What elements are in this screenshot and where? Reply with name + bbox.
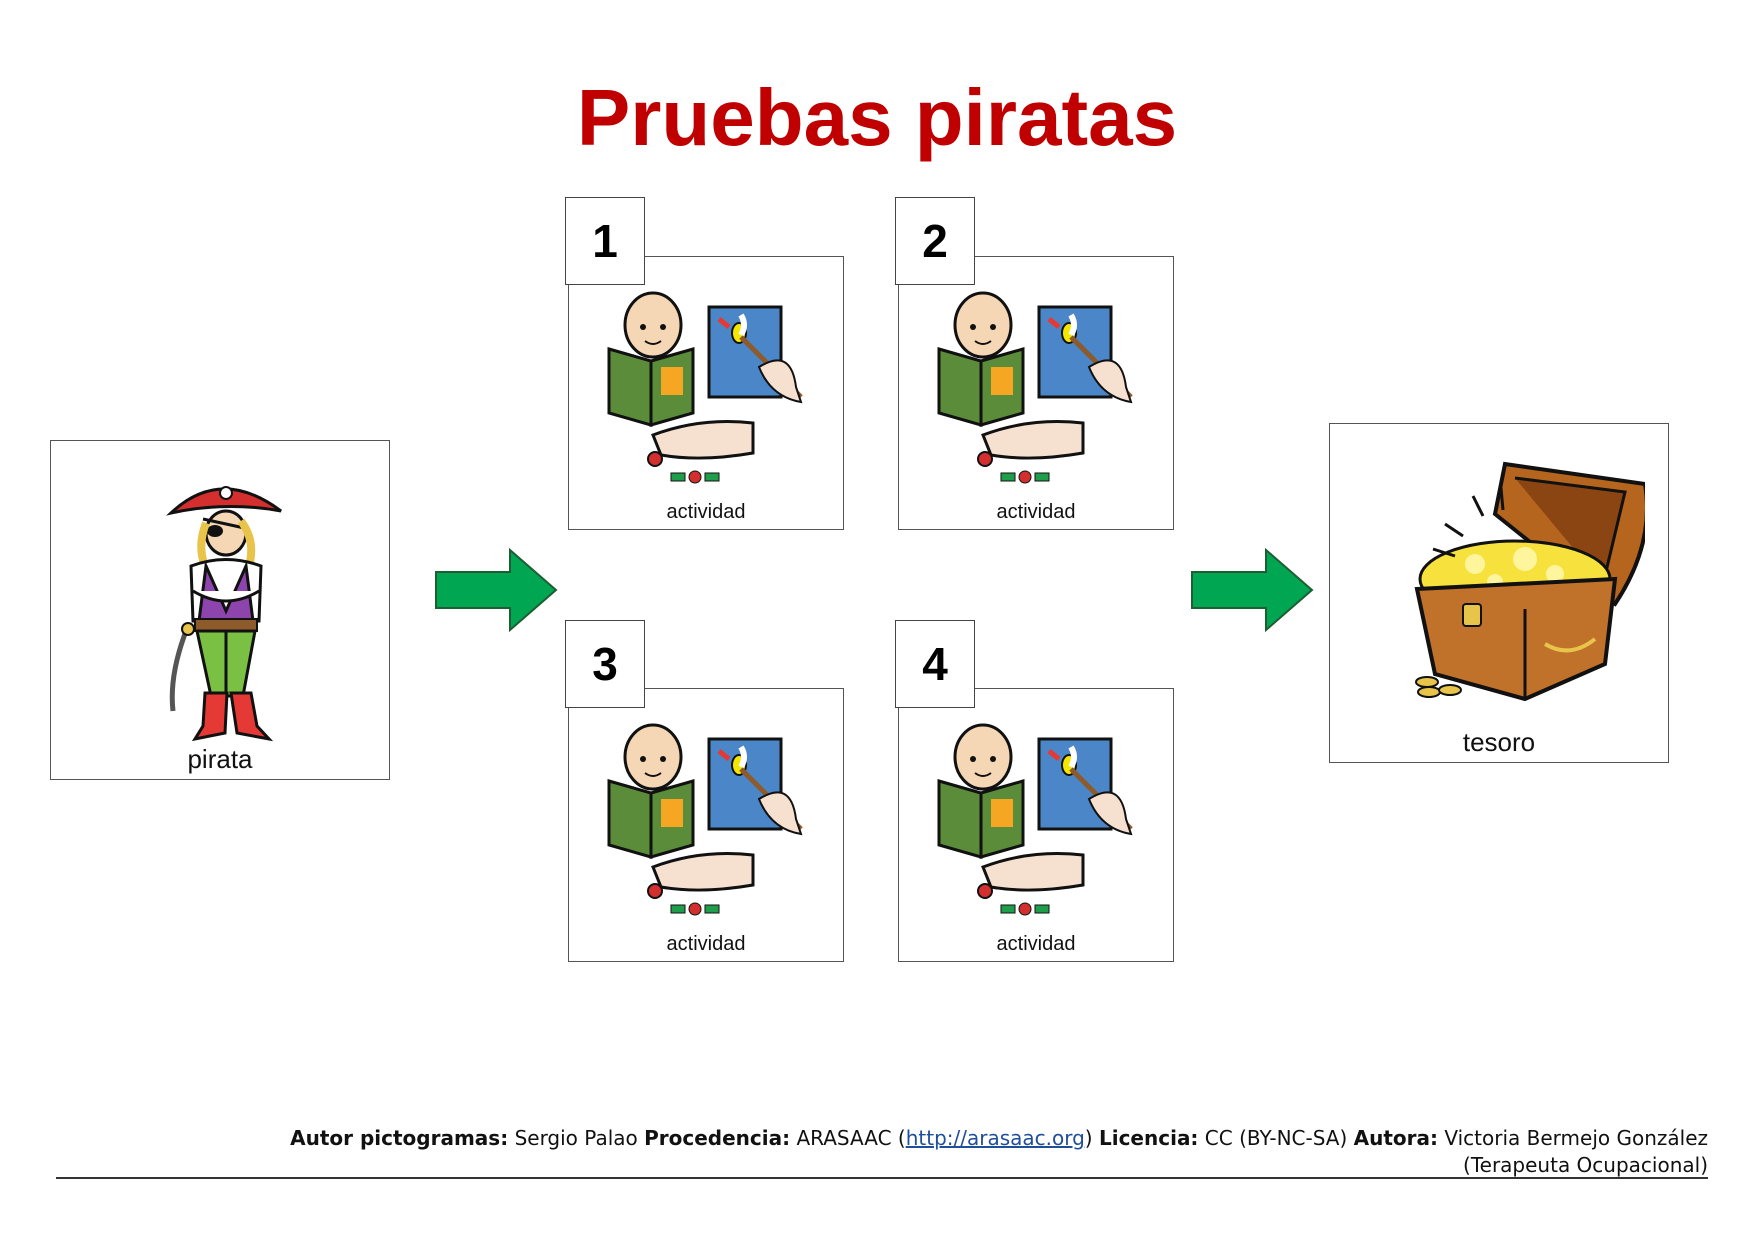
author-label: Autor pictogramas: bbox=[290, 1126, 509, 1150]
footer-divider bbox=[56, 1177, 1708, 1179]
creator-role: (Terapeuta Ocupacional) bbox=[1463, 1153, 1708, 1177]
source-link[interactable]: http://arasaac.org bbox=[905, 1126, 1085, 1150]
treasure-card: tesoro bbox=[1329, 423, 1669, 763]
source-label: Procedencia: bbox=[644, 1126, 791, 1150]
creator-label: Autora: bbox=[1353, 1126, 1439, 1150]
pirate-label: pirata bbox=[187, 744, 253, 774]
activity-card-3: actividad bbox=[568, 688, 844, 962]
page-title: Pruebas piratas bbox=[576, 73, 1178, 162]
license-label: Licencia: bbox=[1098, 1126, 1199, 1150]
activity-label: actividad bbox=[666, 933, 746, 955]
license-value: CC (BY-NC-SA) bbox=[1204, 1126, 1348, 1150]
step-number-3: 3 bbox=[565, 620, 645, 708]
author-name: Sergio Palao bbox=[514, 1126, 638, 1150]
pirate-icon bbox=[166, 486, 282, 742]
activity-icon bbox=[607, 723, 803, 916]
activity-card-1: actividad bbox=[568, 256, 844, 530]
activity-icon bbox=[937, 723, 1133, 916]
treasure-label: tesoro bbox=[1462, 727, 1536, 757]
source-name: ARASAAC ( bbox=[796, 1126, 906, 1150]
treasure-chest-icon bbox=[1414, 461, 1645, 702]
activity-icon bbox=[937, 291, 1133, 484]
credits-line-1: Autor pictogramas: Sergio Palao Proceden… bbox=[110, 1125, 1708, 1152]
step-number-2: 2 bbox=[895, 197, 975, 285]
activity-label: actividad bbox=[996, 933, 1076, 955]
right-arrow-icon bbox=[1191, 548, 1314, 632]
right-arrow-icon bbox=[435, 548, 558, 632]
activity-label: actividad bbox=[996, 501, 1076, 523]
creator-name: Victoria Bermejo González bbox=[1444, 1126, 1708, 1150]
step-number-4: 4 bbox=[895, 620, 975, 708]
credits-footer: Autor pictogramas: Sergio Palao Proceden… bbox=[110, 1125, 1708, 1179]
activity-label: actividad bbox=[666, 501, 746, 523]
activity-card-2: actividad bbox=[898, 256, 1174, 530]
source-close: ) bbox=[1084, 1126, 1093, 1150]
activity-card-4: actividad bbox=[898, 688, 1174, 962]
activity-icon bbox=[607, 291, 803, 484]
step-number-1: 1 bbox=[565, 197, 645, 285]
pirate-card: pirata bbox=[50, 440, 390, 780]
